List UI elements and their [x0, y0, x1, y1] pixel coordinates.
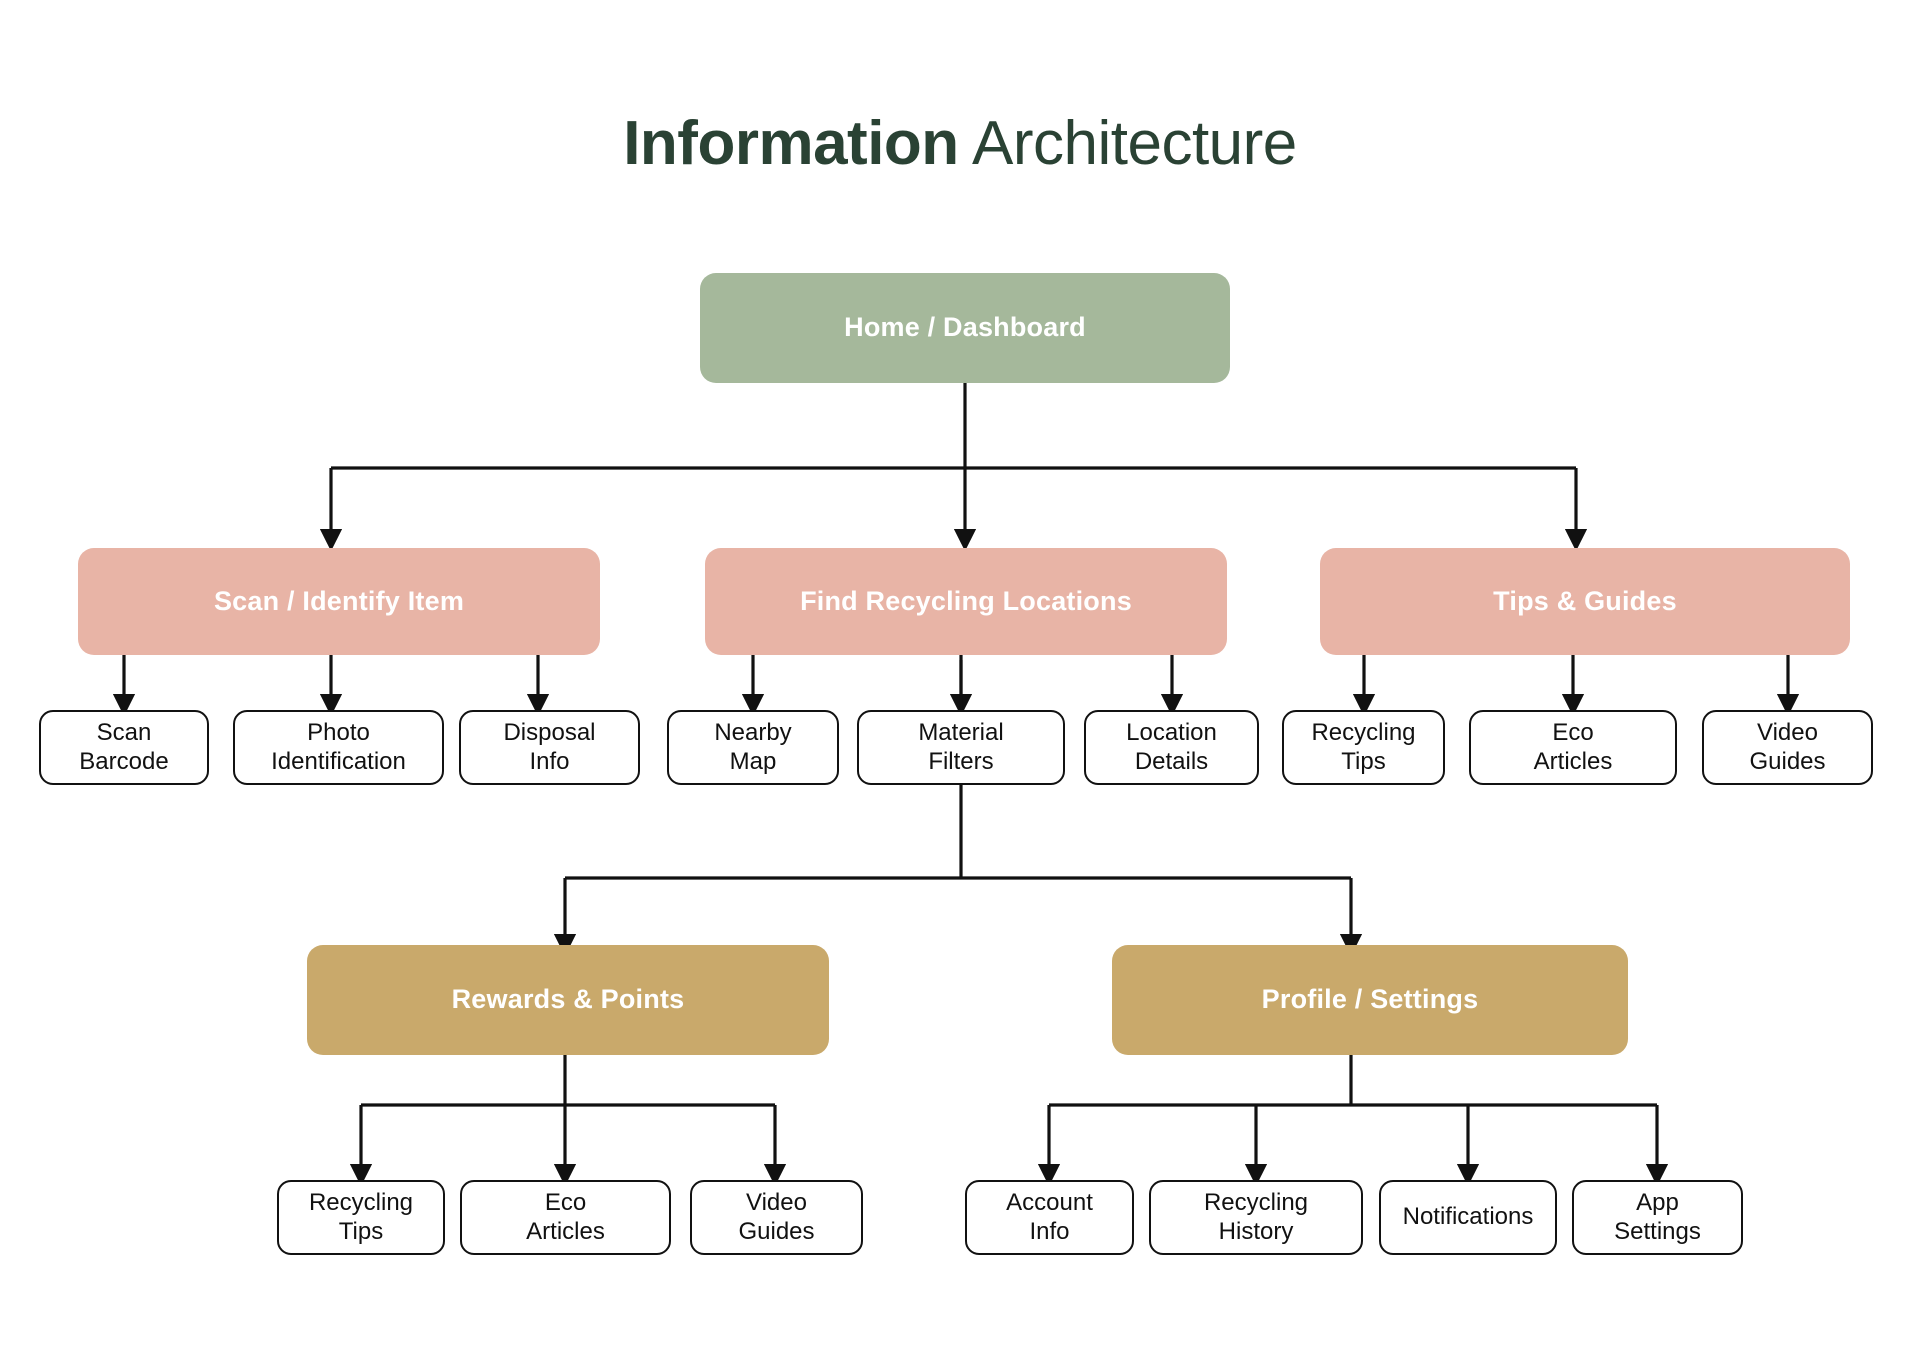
node-label: Scan / Identify Item [213, 585, 465, 616]
node-leaf-label: Eco Articles [1533, 719, 1613, 775]
node-label: Tips & Guides [1493, 585, 1677, 616]
node-leaf-label: Eco Articles [526, 1189, 605, 1245]
node-rewards-recycling-tips[interactable]: Recycling Tips [277, 1180, 445, 1255]
node-leaf-label: Recycling History [1203, 1189, 1309, 1245]
node-find-recycling-locations[interactable]: Find Recycling Locations [705, 548, 1227, 655]
node-leaf-label: Account Info [1006, 1189, 1093, 1245]
node-location-details[interactable]: Location Details [1084, 710, 1259, 785]
node-leaf-label: Photo Identification [271, 719, 406, 775]
node-profile-settings[interactable]: Profile / Settings [1112, 945, 1628, 1055]
node-label: Home / Dashboard [844, 312, 1086, 343]
node-leaf-label: Recycling Tips [1311, 719, 1416, 775]
node-rewards-video-guides[interactable]: Video Guides [690, 1180, 863, 1255]
node-label: Find Recycling Locations [800, 585, 1132, 616]
node-leaf-label: Video Guides [1749, 719, 1826, 775]
node-disposal-info[interactable]: Disposal Info [459, 710, 640, 785]
node-account-info[interactable]: Account Info [965, 1180, 1134, 1255]
node-leaf-label: Nearby Map [714, 719, 792, 775]
node-label: Rewards & Points [451, 984, 685, 1015]
node-leaf-label: Location Details [1126, 719, 1217, 775]
node-leaf-label: Recycling Tips [308, 1189, 414, 1245]
node-rewards-points[interactable]: Rewards & Points [307, 945, 829, 1055]
node-home-dashboard[interactable]: Home / Dashboard [700, 273, 1230, 383]
page-title-light: Architecture [958, 109, 1297, 178]
node-recycling-history[interactable]: Recycling History [1149, 1180, 1363, 1255]
node-leaf-label: Scan Barcode [79, 719, 169, 775]
node-rewards-eco-articles[interactable]: Eco Articles [460, 1180, 671, 1255]
node-leaf-label: Disposal Info [503, 719, 596, 775]
node-photo-identification[interactable]: Photo Identification [233, 710, 444, 785]
node-scan-barcode[interactable]: Scan Barcode [39, 710, 209, 785]
node-tips-eco-articles[interactable]: Eco Articles [1469, 710, 1677, 785]
node-leaf-label: App Settings [1614, 1189, 1701, 1245]
node-tips-guides[interactable]: Tips & Guides [1320, 548, 1850, 655]
node-scan-identify-item[interactable]: Scan / Identify Item [78, 548, 600, 655]
page-title: Information Architecture [0, 108, 1920, 179]
node-tips-recycling-tips[interactable]: Recycling Tips [1282, 710, 1445, 785]
node-leaf-label: Video Guides [738, 1189, 815, 1245]
node-tips-video-guides[interactable]: Video Guides [1702, 710, 1873, 785]
node-label: Profile / Settings [1261, 984, 1479, 1015]
node-notifications[interactable]: Notifications [1379, 1180, 1557, 1255]
node-leaf-label: Material Filters [918, 719, 1004, 775]
node-material-filters[interactable]: Material Filters [857, 710, 1065, 785]
node-app-settings[interactable]: App Settings [1572, 1180, 1743, 1255]
page-title-bold: Information [623, 109, 959, 178]
node-nearby-map[interactable]: Nearby Map [667, 710, 839, 785]
node-leaf-label: Notifications [1402, 1203, 1534, 1231]
